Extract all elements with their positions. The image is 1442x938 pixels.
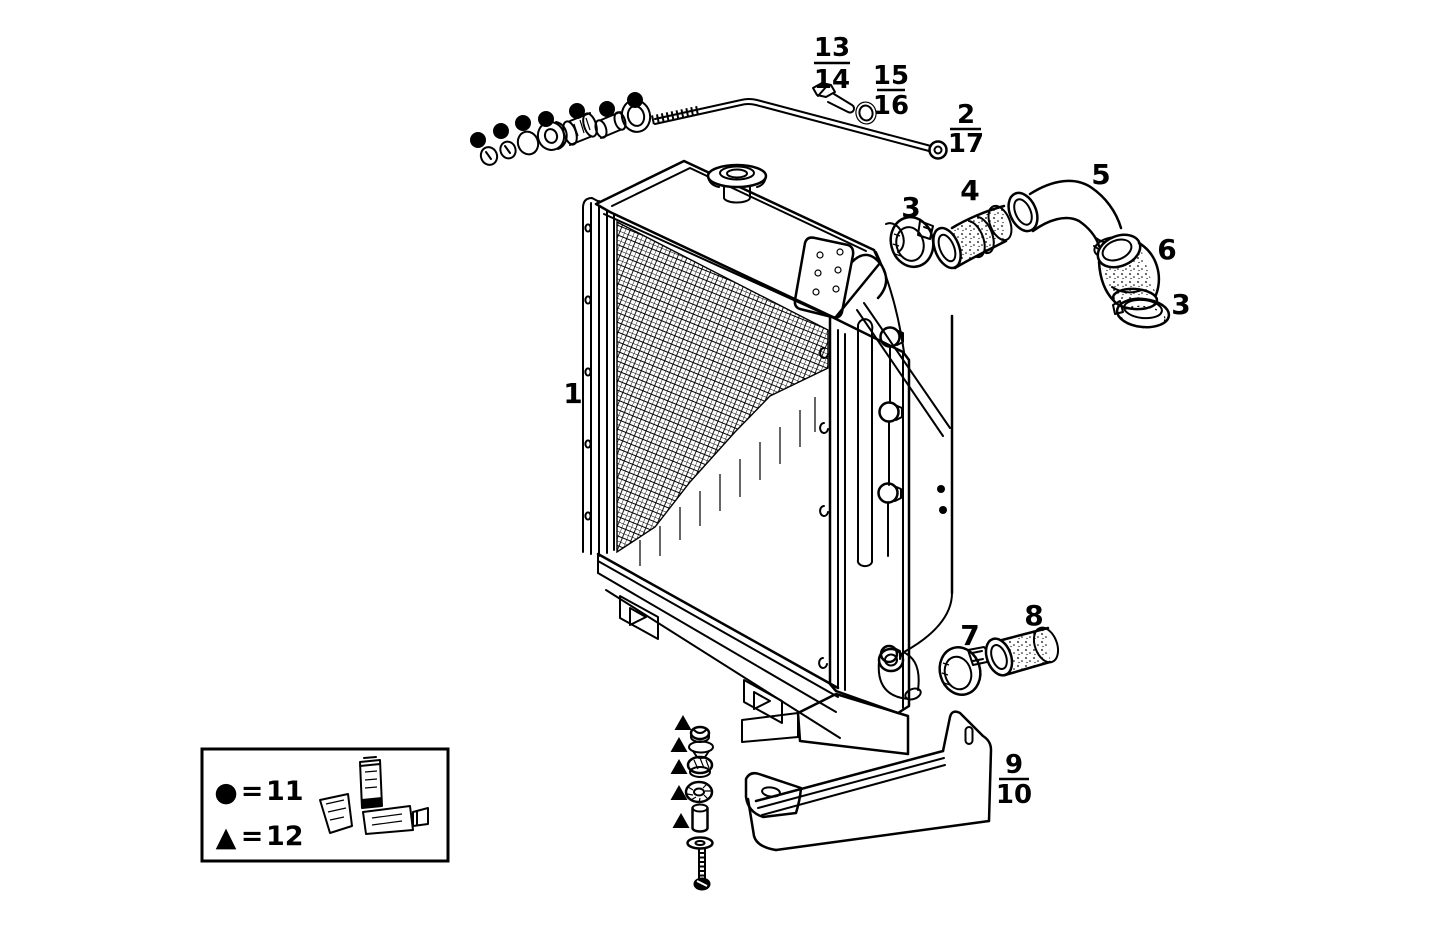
radiator-core-mesh [616, 220, 829, 566]
hose-top [932, 204, 1013, 270]
rubber-washer [479, 146, 499, 166]
callout-elbow: 6 [1157, 233, 1176, 266]
legend-dot-equals: = [241, 776, 264, 807]
water-pipe [1007, 179, 1127, 258]
dot-marker [599, 101, 615, 117]
stack-nut [689, 725, 711, 743]
stack-rubber-buffer [686, 755, 714, 778]
radiator [582, 159, 954, 756]
legend-triangle-equals: = [241, 821, 264, 852]
radiator-top-bracket [793, 222, 954, 653]
callout-radiator: 1 [563, 377, 582, 410]
callout-hose-top: 4 [960, 174, 979, 207]
stack-washer-lower [686, 836, 714, 850]
svg-text:9: 9 [1005, 750, 1023, 780]
radiator-left-frame [582, 197, 615, 557]
callout-clamp-elbow: 3 [1171, 288, 1190, 321]
rubber-bushing [562, 112, 598, 146]
legend-box: ● = 11 ▲ = 12 [200, 747, 450, 863]
triangle-marker [670, 785, 688, 800]
rubber-washer [499, 140, 517, 160]
svg-text:2: 2 [957, 100, 975, 130]
radiator-bottom [596, 552, 922, 756]
hose-clamp-elbow [1112, 297, 1171, 329]
dot-marker [515, 115, 531, 131]
svg-text:15: 15 [873, 61, 909, 91]
filler-cap [706, 163, 768, 204]
flanged-washer-large [620, 99, 652, 133]
radiator-side-tank [818, 314, 911, 715]
hose-elbow [1096, 233, 1161, 311]
hose-clamp-top [889, 215, 935, 269]
stack-bolt [693, 848, 711, 891]
stack-sleeve [691, 803, 709, 833]
svg-text:13: 13 [814, 33, 850, 63]
triangle-marker [670, 737, 688, 752]
callout-stay-rod-fraction: 2 17 [948, 100, 984, 159]
callout-bracket-fraction: 9 10 [996, 750, 1032, 810]
stay-rod-hardware-row [470, 92, 701, 166]
washer [516, 130, 540, 156]
legend-triangle-symbol: ▲ [216, 822, 237, 853]
hose-bottom [984, 626, 1060, 677]
triangle-marker [674, 715, 692, 730]
legend-dot-symbol: ● [214, 777, 238, 808]
callout-clamp-bottom: 7 [960, 619, 979, 652]
triangle-markers [670, 715, 692, 828]
stack-washer [688, 740, 714, 759]
side-tank-bolts [877, 326, 904, 664]
mounting-foot [619, 595, 659, 640]
callout-labels: 1 3 4 5 6 3 7 8 13 14 15 16 2 17 9 10 [563, 33, 1190, 810]
dot-marker [538, 111, 554, 127]
dot-marker [569, 103, 585, 119]
stay-rod-bolt [812, 82, 855, 114]
stack-grommet [684, 780, 714, 804]
svg-text:17: 17 [948, 129, 984, 159]
svg-text:16: 16 [873, 91, 909, 121]
legend-triangle-ref: 12 [266, 821, 304, 852]
svg-text:14: 14 [814, 65, 850, 95]
mount-stack [670, 715, 714, 891]
svg-text:10: 10 [996, 780, 1032, 810]
callout-washer-fraction: 15 16 [873, 61, 909, 121]
dot-marker [470, 132, 486, 148]
mounting-bracket [744, 710, 993, 852]
legend-sealant-tubes-sketch [319, 756, 429, 835]
spacer-sleeve [594, 111, 627, 139]
outlet-stub [877, 647, 922, 701]
stay-rod [654, 98, 948, 160]
legend-dot-ref: 11 [266, 776, 304, 807]
callout-clamp-top: 3 [901, 191, 920, 224]
callout-hose-bottom: 8 [1024, 599, 1043, 632]
callout-bolt-fraction: 13 14 [814, 33, 850, 95]
hose-clamp-bottom [938, 646, 990, 696]
callout-pipe: 5 [1091, 158, 1110, 191]
triangle-marker [672, 813, 690, 828]
mounting-foot [743, 679, 783, 724]
dot-marker [493, 123, 509, 139]
stay-rod-washer [855, 101, 877, 125]
triangle-marker [670, 759, 688, 774]
